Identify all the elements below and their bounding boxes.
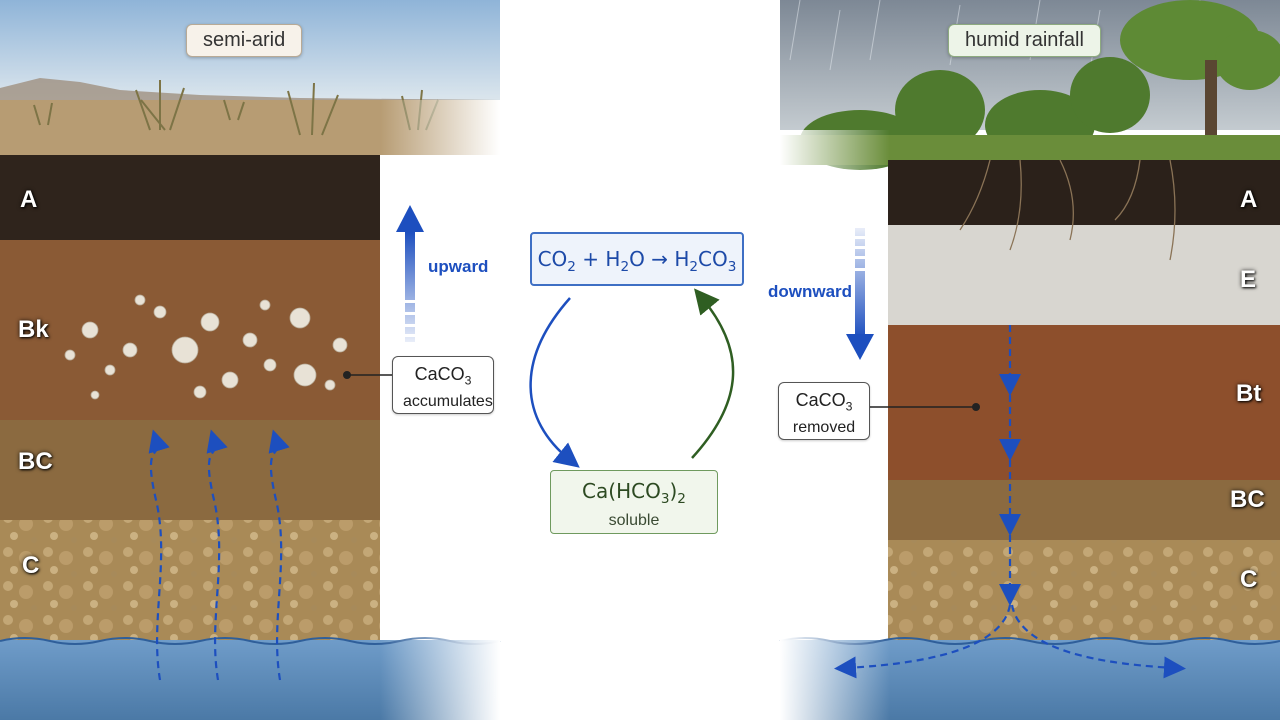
left-bc-horizon [0, 420, 380, 520]
right-bc-horizon [888, 480, 1280, 540]
right-horizon-a-label: A [1240, 186, 1257, 214]
accumulates-callout-compound: CaCO3 [403, 363, 483, 392]
left-horizon-bk-label: Bk [18, 316, 49, 344]
right-horizon-c-label: C [1240, 566, 1257, 594]
soluble-note: soluble [551, 511, 717, 531]
accumulates-callout-text: accumulates [403, 392, 483, 412]
eq-sub-4: 3 [728, 259, 737, 275]
calcium-bicarbonate-box: Ca(HCO3)2 soluble [550, 470, 718, 534]
accumulates-compound-subscript: 3 [465, 374, 472, 388]
prod-sub-2: 2 [677, 491, 686, 507]
left-horizon-c-label: C [22, 552, 39, 580]
left-callout-dot [343, 371, 351, 379]
humid-rainfall-label-text: humid rainfall [965, 29, 1084, 51]
left-a-horizon [0, 155, 380, 240]
removed-compound-text: CaCO [796, 390, 846, 410]
right-a-horizon [888, 160, 1280, 225]
right-c-gravel [888, 540, 1280, 645]
right-e-horizon [888, 225, 1280, 325]
removed-callout-compound: CaCO3 [789, 389, 859, 418]
semi-arid-label: semi-arid [186, 24, 302, 57]
right-horizon-bt-label: Bt [1236, 380, 1261, 408]
right-callout-dot [972, 403, 980, 411]
right-bt-horizon [888, 325, 1280, 480]
accumulates-compound-text: CaCO [415, 364, 465, 384]
upward-label: upward [428, 257, 488, 277]
humid-rainfall-label: humid rainfall [948, 24, 1101, 57]
left-horizon-bc-label: BC [18, 448, 53, 476]
removed-callout: CaCO3 removed [778, 382, 870, 440]
left-horizon-a-label: A [20, 186, 37, 214]
accumulates-callout: CaCO3 accumulates [392, 356, 494, 414]
eq-part-3: O → H [629, 247, 689, 271]
precipitation-arrow [692, 298, 733, 458]
eq-sub-1: 2 [567, 259, 576, 275]
eq-sub-3: 2 [689, 259, 698, 275]
prod-part-1: Ca(HCO [582, 479, 661, 503]
right-soil-profile [780, 0, 1280, 720]
right-horizon-bc-label: BC [1230, 486, 1265, 514]
right-horizon-e-label: E [1240, 266, 1256, 294]
eq-part-2: + H [576, 247, 621, 271]
removed-callout-text: removed [789, 418, 859, 438]
dissolution-arrow [531, 298, 570, 460]
left-bk-horizon [0, 240, 380, 420]
semi-arid-label-text: semi-arid [203, 29, 285, 51]
eq-part-4: CO [698, 247, 728, 271]
left-c-gravel [0, 520, 380, 645]
calcium-bicarbonate-formula: Ca(HCO3)2 [551, 479, 717, 511]
carbonic-acid-equation: CO2 + H2O → H2CO3 [530, 232, 744, 286]
eq-sub-2: 2 [620, 259, 629, 275]
downward-label: downward [768, 282, 852, 302]
removed-compound-subscript: 3 [846, 400, 853, 414]
eq-part-1: CO [538, 247, 568, 271]
